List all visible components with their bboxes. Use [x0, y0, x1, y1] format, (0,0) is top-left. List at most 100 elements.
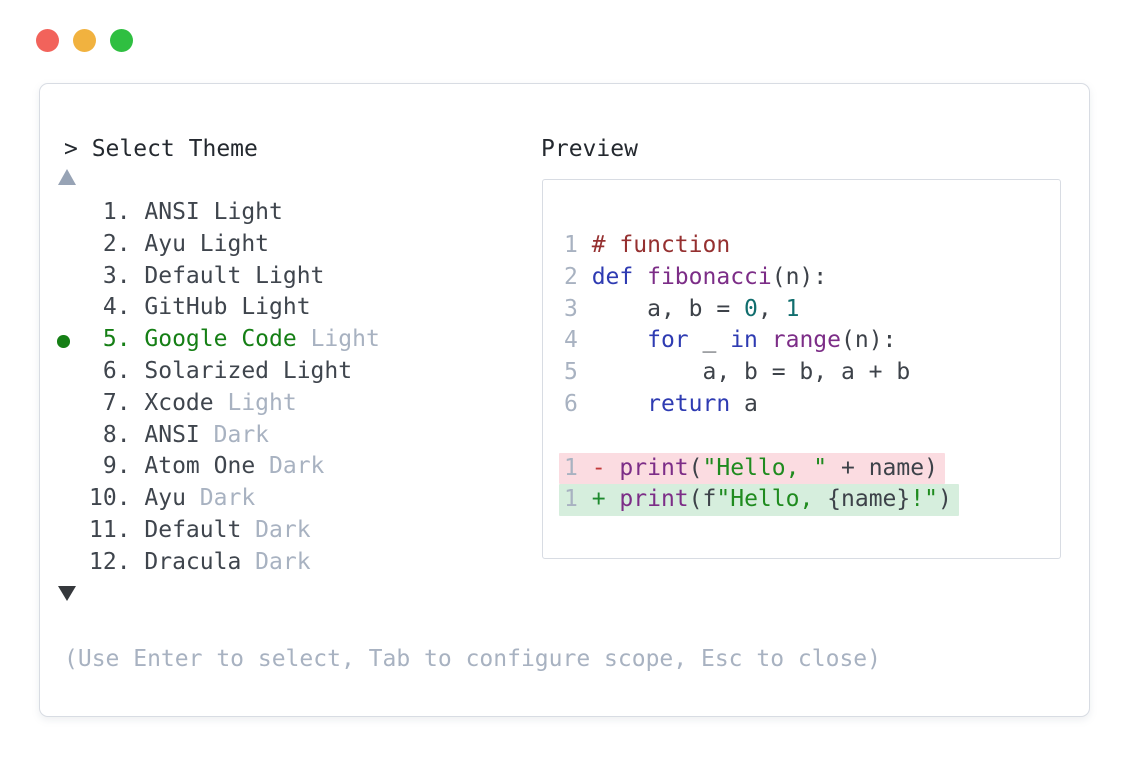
code-line: 5 a, b = b, a + b [564, 357, 959, 389]
theme-option[interactable]: 2. Ayu Light [89, 229, 380, 261]
theme-number: 12. [89, 548, 145, 575]
theme-suffix: Dark [241, 516, 311, 543]
keyboard-hint: (Use Enter to select, Tab to configure s… [64, 646, 881, 672]
theme-name: Ayu [144, 485, 186, 512]
code-token: return [647, 390, 731, 417]
diff-added-line: 1 + print(f"Hello, {name}!") [559, 484, 959, 517]
code-token: def [591, 263, 634, 290]
code-token: "Hello, [716, 486, 828, 513]
code-line: 3 a, b = 0, 1 [564, 294, 959, 326]
code-token: 0 [744, 295, 758, 322]
line-number: 1 [564, 454, 592, 481]
line-number [564, 423, 592, 449]
code-line: 1 # function [564, 230, 959, 262]
diff-removed-line: 1 - print("Hello, " + name) [559, 452, 959, 485]
code-line [564, 421, 959, 453]
minimize-button[interactable] [73, 29, 96, 52]
theme-number: 1. [89, 199, 145, 225]
theme-suffix: Dark [255, 453, 325, 480]
code-token: 1 [785, 295, 800, 322]
code-token: print [619, 454, 689, 481]
theme-suffix: Light [296, 326, 380, 353]
code-token [592, 391, 647, 417]
code-token: fibonacci [647, 263, 772, 290]
scroll-down-icon[interactable] [58, 586, 76, 601]
code-line: 2 def fibonacci(n): [564, 262, 959, 294]
theme-option[interactable]: 9. Atom One Dark [89, 451, 380, 483]
theme-name: ANSI [144, 421, 200, 448]
theme-name: Default Light [144, 262, 325, 289]
theme-option[interactable]: 4. GitHub Light [89, 292, 380, 324]
theme-name: Xcode [144, 389, 214, 416]
theme-option[interactable]: 11. Default Dark [89, 515, 380, 547]
code-token: (n): [841, 327, 897, 354]
code-token: _ [688, 327, 731, 354]
code-token: for [647, 327, 689, 354]
line-number: 4 [564, 327, 592, 354]
prompt: > Select Theme [64, 136, 258, 162]
theme-number: 4. [89, 294, 145, 321]
code-token: a, b = b, a + b [591, 359, 911, 386]
code-token: + [591, 486, 606, 513]
code-token [758, 327, 772, 353]
theme-option[interactable]: 12. Dracula Dark [89, 547, 380, 579]
theme-option[interactable]: 10. Ayu Dark [89, 483, 380, 515]
line-number: 1 [564, 232, 592, 258]
theme-number: 8. [89, 421, 145, 448]
code-token [606, 486, 620, 512]
theme-option[interactable]: 8. ANSI Dark [89, 420, 380, 452]
code-token [633, 264, 647, 290]
code-token: ) [937, 486, 952, 513]
theme-number: 6. [89, 357, 145, 384]
code-token: # function [591, 232, 731, 258]
code-token [606, 455, 620, 481]
theme-option[interactable]: 7. Xcode Light [89, 388, 380, 420]
code-token: in [730, 327, 758, 354]
line-number: 1 [564, 486, 592, 513]
code-token: a [730, 390, 758, 417]
close-button[interactable] [36, 29, 59, 52]
theme-name: Ayu Light [144, 230, 270, 257]
code-token: print [619, 486, 689, 513]
code-token: "Hello, " [702, 454, 828, 481]
theme-suffix: Dark [199, 421, 270, 448]
maximize-button[interactable] [110, 29, 133, 52]
code-token: - [591, 454, 606, 481]
code-token: ( [688, 454, 703, 481]
selected-indicator-dot [57, 335, 70, 348]
code-token [592, 327, 647, 353]
theme-suffix: Dark [185, 485, 256, 512]
theme-suffix: Dark [241, 548, 311, 575]
theme-number: 10. [89, 485, 145, 512]
code-token: , [757, 295, 786, 322]
code-token: a, b = [591, 295, 745, 322]
theme-name: GitHub Light [144, 294, 311, 321]
theme-number: 3. [89, 262, 145, 289]
theme-name: Default [144, 516, 242, 543]
theme-suffix: Light [213, 389, 297, 416]
window-controls [36, 29, 133, 52]
theme-number: 7. [89, 389, 145, 416]
code-token: range [771, 327, 841, 354]
line-number: 2 [564, 263, 592, 290]
theme-option[interactable]: 6. Solarized Light [89, 356, 380, 388]
line-number: 3 [564, 295, 592, 322]
theme-name: Google Code [144, 326, 297, 353]
theme-option[interactable]: 5. Google Code Light [89, 324, 380, 356]
theme-option[interactable]: 3. Default Light [89, 261, 380, 293]
theme-picker-panel: > Select Theme 1. ANSI Light 2. Ayu Ligh… [39, 83, 1090, 717]
theme-name: Dracula [144, 548, 242, 575]
theme-name: ANSI Light [144, 199, 283, 225]
theme-name: Solarized Light [144, 357, 353, 384]
code-token: (f [688, 486, 717, 513]
code-token: {name} [827, 486, 911, 513]
theme-number: 11. [89, 516, 145, 543]
line-number: 6 [564, 390, 592, 417]
theme-option[interactable]: 1. ANSI Light [89, 197, 380, 229]
code-line: 6 return a [564, 389, 959, 421]
scroll-up-icon[interactable] [58, 169, 76, 185]
theme-number: 2. [89, 230, 145, 257]
theme-number: 5. [89, 326, 145, 353]
